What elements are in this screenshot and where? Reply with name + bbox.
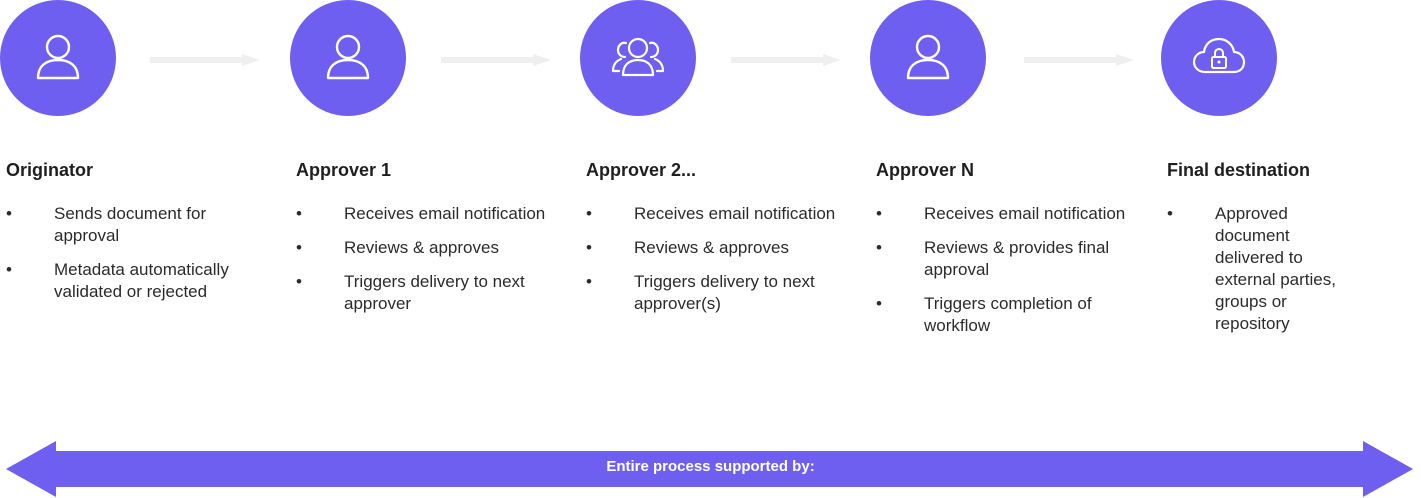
bullet-dot: • — [296, 272, 302, 291]
connector-arrow — [1024, 54, 1134, 66]
list-item: • Reviews & provides final approval — [876, 237, 1126, 281]
list-item: • Triggers delivery to next approver(s) — [586, 271, 836, 315]
list-item: • Receives email notification — [876, 203, 1126, 225]
list-item: • Reviews & approves — [586, 237, 836, 259]
bullet-text: Sends document for approval — [54, 204, 207, 245]
process-span-arrow — [6, 441, 1413, 497]
bullet-text: Triggers delivery to next approver(s) — [634, 272, 815, 313]
bullet-text: Reviews & approves — [634, 238, 789, 257]
list-item: • Receives email notification — [296, 203, 546, 225]
bullet-text: Approved document delivered to external … — [1215, 204, 1336, 333]
approver-n-badge — [870, 0, 986, 116]
bullet-text: Receives email notification — [344, 204, 546, 223]
list-item: • Sends document for approval — [6, 203, 256, 247]
connector-arrow — [150, 54, 260, 66]
final-destination-badge — [1161, 0, 1277, 116]
person-icon — [36, 34, 80, 80]
stage-title: Approver 2... — [586, 160, 697, 180]
bullet-text: Metadata automatically validated or reje… — [54, 260, 229, 301]
list-item: • Reviews & approves — [296, 237, 546, 259]
bullet-dot: • — [876, 238, 882, 257]
group-icon — [611, 37, 665, 77]
bullet-dot: • — [6, 204, 12, 223]
cloud-lock-icon — [1192, 37, 1246, 74]
list-item: • Triggers completion of workflow — [876, 293, 1126, 337]
stage-title: Originator — [6, 160, 94, 180]
stage-bullet-list: • Sends document for approval • Metadata a… — [6, 203, 256, 315]
approver-1-badge — [290, 0, 406, 116]
bullet-dot: • — [586, 204, 592, 223]
bullet-dot: • — [296, 238, 302, 257]
person-icon — [906, 34, 950, 80]
approver-2-badge — [580, 0, 696, 116]
list-item: • Metadata automatically validated or rej… — [6, 259, 256, 303]
bullet-dot: • — [876, 204, 882, 223]
bullet-dot: • — [876, 294, 882, 313]
bullet-text: Reviews & provides final approval — [924, 238, 1110, 279]
stage-bullet-list: • Receives email notification • Reviews & … — [876, 203, 1126, 349]
list-item: • Triggers delivery to next approver — [296, 271, 546, 315]
originator-badge — [0, 0, 116, 116]
bullet-text: Receives email notification — [924, 204, 1126, 223]
person-icon — [326, 34, 370, 80]
stage-bullet-list: • Receives email notification • Reviews & … — [296, 203, 546, 327]
process-span-label: Entire process supported by: — [606, 458, 815, 475]
connector-arrow — [441, 54, 551, 66]
bullet-dot: • — [1167, 204, 1173, 223]
stage-title: Approver 1 — [296, 160, 392, 180]
bullet-text: Triggers delivery to next approver — [344, 272, 525, 313]
bullet-dot: • — [586, 238, 592, 257]
bullet-dot: • — [6, 260, 12, 279]
bullet-text: Triggers completion of workflow — [924, 294, 1092, 335]
stage-bullet-list: • Receives email notification • Reviews & … — [586, 203, 836, 327]
bullet-text: Receives email notification — [634, 204, 836, 223]
stage-title: Approver N — [876, 160, 975, 180]
bullet-dot: • — [586, 272, 592, 291]
connector-arrow — [731, 54, 841, 66]
list-item: • Approved document delivered to external… — [1167, 203, 1397, 335]
stage-title: Final destination — [1167, 160, 1311, 180]
bullet-dot: • — [296, 204, 302, 223]
list-item: • Receives email notification — [586, 203, 836, 225]
bullet-text: Reviews & approves — [344, 238, 499, 257]
stage-bullet-list: • Approved document delivered to external… — [1167, 203, 1397, 347]
